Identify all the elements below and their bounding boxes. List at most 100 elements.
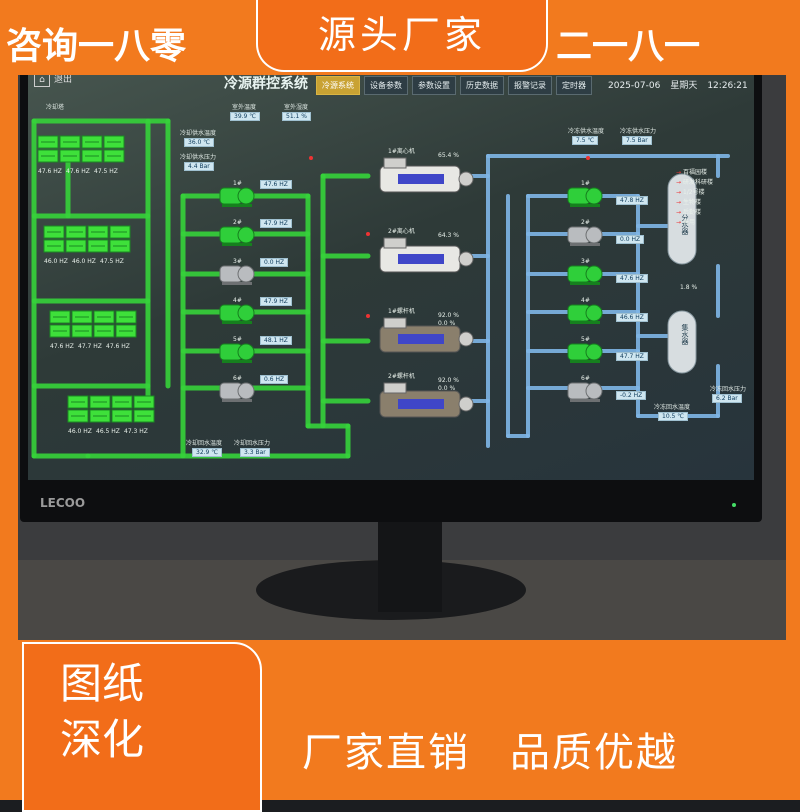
tab-5[interactable]: 报警记录 xyxy=(508,76,552,95)
chiller-load: 64.3 % xyxy=(438,232,459,239)
branch-list: 百福园楼研发科研楼1/2号楼生物楼后勤楼备用 xyxy=(676,168,713,228)
cooling-pump-1-volute xyxy=(237,187,255,205)
tower-frequency: 47.3 HZ xyxy=(124,428,148,435)
cooling-pump-6-base xyxy=(222,399,252,402)
weekday-text: 星期天 xyxy=(670,81,698,91)
cooling-pump-name: 5# xyxy=(233,336,242,343)
branch-item: 生物楼 xyxy=(676,198,713,208)
chilled-pump-name: 4# xyxy=(581,297,590,304)
cooling-pump-name: 2# xyxy=(233,219,242,226)
left-tag-line2: 深化 xyxy=(60,715,145,764)
chw-supply-temp-value: 7.5 ℃ xyxy=(572,136,599,145)
cw-supply-temp-value: 36.0 ℃ xyxy=(184,138,215,147)
chilled-pump-frequency: -0.2 HZ xyxy=(616,391,647,400)
chw-return-temp-value: 10.5 ℃ xyxy=(658,412,689,421)
cooling-pump-name: 6# xyxy=(233,375,242,382)
plant-diagram xyxy=(31,118,730,459)
cw-return-press-label: 冷却回水压力 xyxy=(234,440,271,447)
chw-supply-temp-label: 冷冻供水温度 xyxy=(568,128,605,135)
cooling-pump-3-volute xyxy=(237,265,255,283)
cooling-pump-frequency: 0.0 HZ xyxy=(260,258,289,267)
cooling-pump-5-volute xyxy=(237,343,255,361)
cooling-pump-4-base xyxy=(222,321,252,324)
home-icon: ⌂ xyxy=(34,73,50,87)
chiller-2-indicator xyxy=(398,254,444,264)
chilled-pump-name: 3# xyxy=(581,258,590,265)
cooling-pump-2-volute xyxy=(237,226,255,244)
outdoor-temp-label: 室外温度 xyxy=(232,104,257,111)
tab-3[interactable]: 参数设置 xyxy=(412,76,456,95)
tower-frequency: 47.6 HZ xyxy=(38,168,62,175)
chiller-3-compressor xyxy=(383,317,407,329)
tower-frequency: 47.6 HZ xyxy=(66,168,90,175)
tower-frequency: 47.5 HZ xyxy=(100,258,124,265)
chilled-pump-3-volute xyxy=(585,265,603,283)
branch-item: 研发科研楼 xyxy=(676,178,713,188)
outdoor-humidity-label: 室外湿度 xyxy=(284,104,309,111)
chiller-name: 2#离心机 xyxy=(388,228,415,235)
chw-supply-press-value: 7.5 Bar xyxy=(622,136,652,145)
chiller-3-motor xyxy=(458,331,474,347)
cw-supply-temp-label: 冷却供水温度 xyxy=(180,130,217,137)
chilled-pump-6-volute xyxy=(585,382,603,400)
tower-frequency: 47.5 HZ xyxy=(94,168,118,175)
chiller-3-indicator xyxy=(398,334,444,344)
nav-tabs: 冷源系统设备参数参数设置历史数据报警记录定时器 xyxy=(316,76,592,95)
chilled-pump-2-base xyxy=(570,243,600,246)
promo-frame-right xyxy=(786,0,800,800)
cooling-pump-1-base xyxy=(222,204,252,207)
branch-item: 百福园楼 xyxy=(676,168,713,178)
tower-frequency: 46.0 HZ xyxy=(72,258,96,265)
promo-frame-left xyxy=(0,0,18,800)
outdoor-humidity-value: 51.1 % xyxy=(282,112,311,121)
monitor-brand: LECOO xyxy=(40,496,86,510)
chiller-load: 92.0 % xyxy=(438,312,459,319)
hmi-screen: ⌂退出 冷源群控系统 冷源系统设备参数参数设置历史数据报警记录定时器 2025-… xyxy=(28,66,754,480)
cooling-pump-frequency: 0.6 HZ xyxy=(260,375,289,384)
tower-frequency: 46.0 HZ xyxy=(68,428,92,435)
chiller-valve: 0.0 % xyxy=(438,385,456,392)
cooling-pump-frequency: 47.9 HZ xyxy=(260,297,292,306)
return-header-tank xyxy=(667,310,697,374)
bypass-valve-value: 1.8 % xyxy=(680,284,698,291)
cooling-pump-3-base xyxy=(222,282,252,285)
top-tag: 源头厂家 xyxy=(256,0,548,72)
chiller-1-indicator xyxy=(398,174,444,184)
bottom-tag-1: 厂家直销 xyxy=(302,730,470,776)
chilled-pump-name: 6# xyxy=(581,375,590,382)
chw-return-temp-label: 冷冻回水温度 xyxy=(654,404,691,411)
chilled-pump-5-volute xyxy=(585,343,603,361)
cooling-tower-label: 冷却塔 xyxy=(46,104,65,111)
chiller-1-compressor xyxy=(383,157,407,169)
chiller-4-compressor xyxy=(383,382,407,394)
cooling-pump-name: 1# xyxy=(233,180,242,187)
chilled-pump-2-volute xyxy=(585,226,603,244)
cooling-pump-name: 4# xyxy=(233,297,242,304)
monitor-stand xyxy=(378,522,442,612)
cooling-pump-5-base xyxy=(222,360,252,363)
tower-frequency: 46.5 HZ xyxy=(96,428,120,435)
cooling-pump-frequency: 47.9 HZ xyxy=(260,219,292,228)
tab-4[interactable]: 历史数据 xyxy=(460,76,504,95)
tab-2[interactable]: 设备参数 xyxy=(364,76,408,95)
cooling-pump-2-base xyxy=(222,243,252,246)
chiller-4-indicator xyxy=(398,399,444,409)
outdoor-temp-value: 39.9 ℃ xyxy=(230,112,261,121)
tab-1[interactable]: 冷源系统 xyxy=(316,76,360,95)
chilled-pump-name: 1# xyxy=(581,180,590,187)
tower-frequency: 47.7 HZ xyxy=(78,343,102,350)
chilled-pump-5-base xyxy=(570,360,600,363)
tab-6[interactable]: 定时器 xyxy=(556,76,592,95)
bottom-tag: 厂家直销品质优越 xyxy=(262,718,792,788)
chilled-pump-3-base xyxy=(570,282,600,285)
chiller-load: 65.4 % xyxy=(438,152,459,159)
chilled-pump-frequency: 47.8 HZ xyxy=(616,196,648,205)
cooling-pump-name: 3# xyxy=(233,258,242,265)
chilled-pump-1-volute xyxy=(585,187,603,205)
date-text: 2025-07-06 xyxy=(608,81,661,91)
chilled-pump-6-base xyxy=(570,399,600,402)
chiller-name: 1#离心机 xyxy=(388,148,415,155)
chiller-1-motor xyxy=(458,171,474,187)
cooling-pump-frequency: 48.1 HZ xyxy=(260,336,292,345)
